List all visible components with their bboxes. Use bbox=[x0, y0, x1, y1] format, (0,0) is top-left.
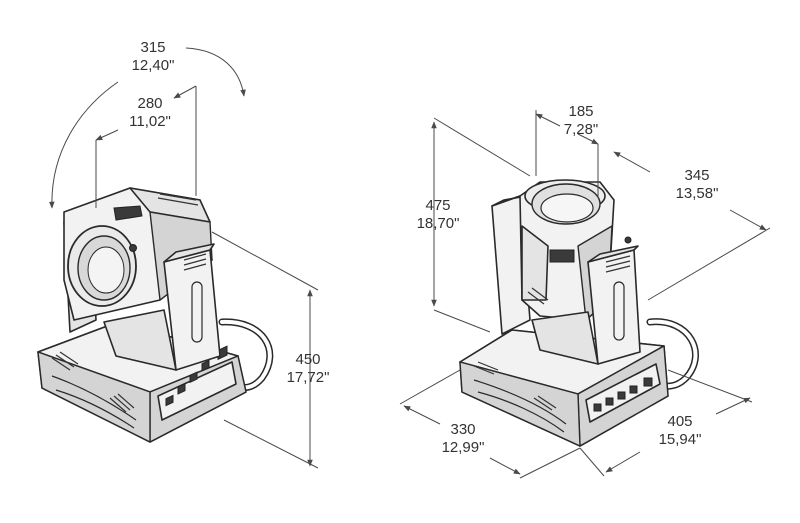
left-fixture bbox=[37, 187, 274, 443]
dim-330-mm: 330 bbox=[450, 421, 475, 438]
dim-450-inch: 17,72" bbox=[287, 369, 330, 386]
dim-315-mm: 315 bbox=[140, 39, 165, 56]
left-base-grill bbox=[51, 351, 135, 413]
right-control-panel bbox=[585, 363, 661, 423]
right-dimension-lines bbox=[399, 110, 771, 479]
dim-280-mm: 280 bbox=[137, 95, 162, 112]
left-control-panel bbox=[157, 345, 237, 421]
dim-345-inch: 13,58" bbox=[676, 185, 719, 202]
left-head bbox=[63, 187, 213, 321]
dim-280-inch: 11,02" bbox=[129, 113, 171, 130]
dim-185-mm: 185 bbox=[568, 103, 593, 120]
dim-345-mm: 345 bbox=[684, 167, 709, 184]
right-fixture bbox=[459, 179, 699, 447]
dim-405-inch: 15,94" bbox=[659, 431, 702, 448]
dim-315-inch: 12,40" bbox=[132, 57, 175, 74]
dim-185-inch: 7,28" bbox=[564, 121, 599, 138]
right-lens bbox=[524, 179, 606, 225]
dim-330-inch: 12,99" bbox=[442, 439, 485, 456]
dim-475-mm: 475 bbox=[425, 197, 450, 214]
right-yoke-arm bbox=[587, 245, 641, 365]
left-dimension-lines bbox=[48, 47, 319, 469]
left-yoke-arm bbox=[163, 243, 221, 371]
dimension-labels: 315 12,40" 280 11,02" 450 17,72" 185 7,2… bbox=[129, 39, 718, 456]
dim-405-mm: 405 bbox=[667, 413, 692, 430]
left-lens bbox=[67, 225, 137, 307]
right-head bbox=[519, 179, 632, 321]
dim-475-inch: 18,70" bbox=[417, 215, 460, 232]
dim-450-mm: 450 bbox=[295, 351, 320, 368]
